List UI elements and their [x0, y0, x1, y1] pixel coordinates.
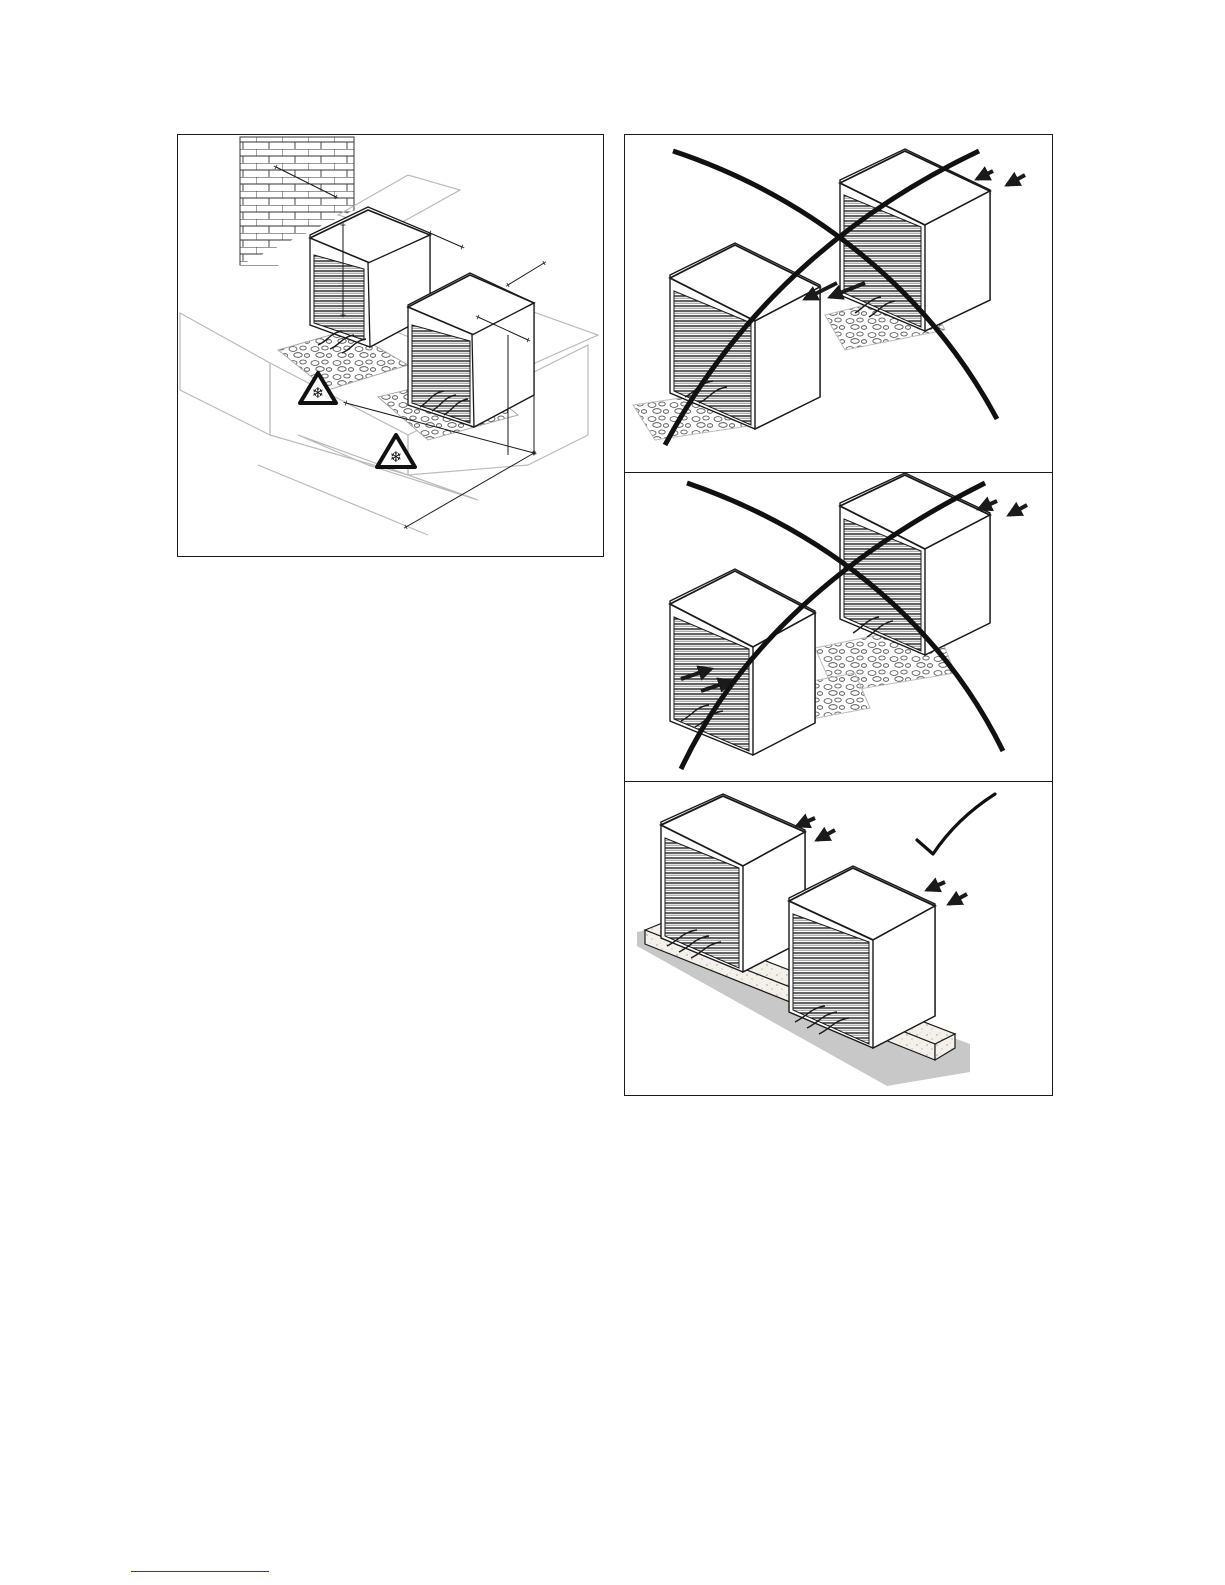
heat-pump-unit: [408, 273, 534, 427]
heat-pump-unit: [661, 794, 805, 972]
check-icon: [917, 794, 995, 854]
installation-clearance-diagram: ❄ ❄: [177, 134, 604, 557]
svg-text:❄: ❄: [312, 384, 325, 402]
svg-text:❄: ❄: [390, 448, 403, 466]
scene-wrong-facing: [625, 135, 1052, 472]
scene-wrong-recirculation: [625, 472, 1052, 782]
placement-examples: [624, 134, 1053, 1096]
scene-correct-spacing: [625, 781, 1052, 1098]
heat-pump-unit: [670, 569, 815, 755]
gravel-bed: [278, 330, 408, 390]
frost-warning-icon: ❄: [377, 435, 415, 467]
footer-link-underline[interactable]: [131, 1571, 269, 1572]
heat-pump-unit: [789, 866, 935, 1048]
